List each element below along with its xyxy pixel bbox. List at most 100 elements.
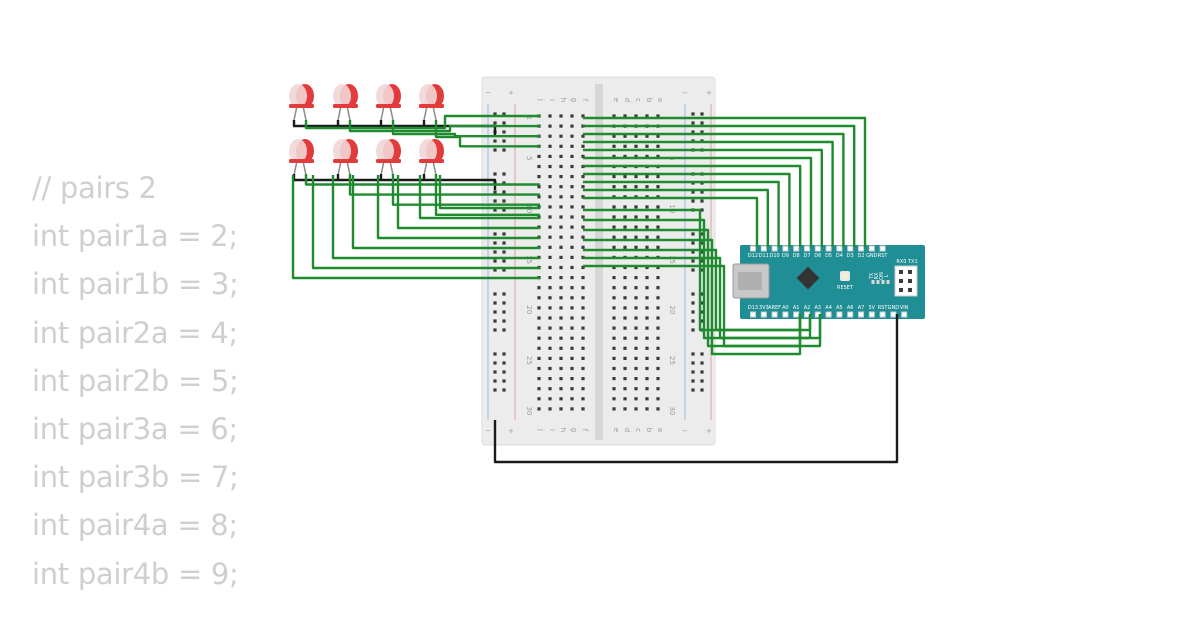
header-pin[interactable] xyxy=(793,311,800,318)
terminal-hole[interactable] xyxy=(548,397,552,401)
terminal-hole[interactable] xyxy=(645,185,649,189)
rail-hole[interactable] xyxy=(700,388,704,392)
terminal-hole[interactable] xyxy=(634,114,638,118)
terminal-hole[interactable] xyxy=(645,215,649,219)
header-pin[interactable] xyxy=(847,311,854,318)
header-pin[interactable] xyxy=(825,311,832,318)
terminal-hole[interactable] xyxy=(634,407,638,411)
terminal-hole[interactable] xyxy=(645,225,649,229)
terminal-hole[interactable] xyxy=(612,215,616,219)
rail-hole[interactable] xyxy=(493,352,497,356)
terminal-hole[interactable] xyxy=(656,407,660,411)
rail-hole[interactable] xyxy=(700,199,704,203)
terminal-hole[interactable] xyxy=(656,366,660,371)
terminal-hole[interactable] xyxy=(559,215,563,219)
rail-hole[interactable] xyxy=(691,319,695,323)
terminal-hole[interactable] xyxy=(548,336,552,340)
terminal-hole[interactable] xyxy=(634,225,638,229)
terminal-hole[interactable] xyxy=(537,154,541,158)
terminal-hole[interactable] xyxy=(612,154,616,158)
rail-hole[interactable] xyxy=(700,301,704,305)
terminal-hole[interactable] xyxy=(634,296,638,300)
terminal-hole[interactable] xyxy=(623,346,627,350)
header-pin[interactable] xyxy=(836,311,843,318)
terminal-hole[interactable] xyxy=(645,407,649,411)
terminal-hole[interactable] xyxy=(548,316,552,320)
terminal-hole[interactable] xyxy=(656,377,660,381)
terminal-hole[interactable] xyxy=(612,407,616,411)
rail-hole[interactable] xyxy=(493,328,497,332)
rail-hole[interactable] xyxy=(502,352,506,356)
terminal-hole[interactable] xyxy=(559,407,563,411)
terminal-hole[interactable] xyxy=(645,134,649,138)
terminal-hole[interactable] xyxy=(656,195,660,199)
rail-hole[interactable] xyxy=(700,259,704,263)
terminal-hole[interactable] xyxy=(612,225,616,229)
terminal-hole[interactable] xyxy=(548,114,552,118)
rail-hole[interactable] xyxy=(493,310,497,314)
terminal-hole[interactable] xyxy=(634,144,638,148)
rail-hole[interactable] xyxy=(700,319,704,323)
terminal-hole[interactable] xyxy=(559,195,563,199)
terminal-hole[interactable] xyxy=(548,346,552,350)
rail-hole[interactable] xyxy=(493,268,497,272)
terminal-hole[interactable] xyxy=(559,346,563,350)
terminal-hole[interactable] xyxy=(634,195,638,199)
terminal-hole[interactable] xyxy=(623,205,627,209)
terminal-hole[interactable] xyxy=(645,306,649,310)
rail-hole[interactable] xyxy=(502,319,506,323)
rail-hole[interactable] xyxy=(700,130,704,134)
rail-hole[interactable] xyxy=(502,148,506,152)
rail-hole[interactable] xyxy=(502,379,506,383)
rail-hole[interactable] xyxy=(502,190,506,194)
terminal-hole[interactable] xyxy=(548,225,552,229)
terminal-hole[interactable] xyxy=(623,407,627,411)
terminal-hole[interactable] xyxy=(612,245,616,249)
rail-hole[interactable] xyxy=(493,370,497,374)
rail-hole[interactable] xyxy=(700,370,704,374)
rail-hole[interactable] xyxy=(502,172,506,176)
terminal-hole[interactable] xyxy=(548,205,552,209)
rail-hole[interactable] xyxy=(691,250,695,254)
terminal-hole[interactable] xyxy=(581,336,585,340)
terminal-hole[interactable] xyxy=(548,286,552,290)
terminal-hole[interactable] xyxy=(634,316,638,320)
rail-hole[interactable] xyxy=(700,112,704,116)
rail-hole[interactable] xyxy=(493,319,497,323)
terminal-hole[interactable] xyxy=(623,377,627,381)
terminal-hole[interactable] xyxy=(645,276,649,280)
terminal-hole[interactable] xyxy=(623,336,627,340)
terminal-hole[interactable] xyxy=(570,235,574,239)
terminal-hole[interactable] xyxy=(634,326,638,330)
rail-hole[interactable] xyxy=(502,250,506,254)
terminal-hole[interactable] xyxy=(559,205,563,209)
terminal-hole[interactable] xyxy=(623,296,627,300)
terminal-hole[interactable] xyxy=(623,306,627,310)
terminal-hole[interactable] xyxy=(634,366,638,371)
terminal-hole[interactable] xyxy=(623,134,627,138)
terminal-hole[interactable] xyxy=(570,387,574,391)
terminal-hole[interactable] xyxy=(537,366,541,371)
header-pin[interactable] xyxy=(760,311,767,318)
terminal-hole[interactable] xyxy=(656,144,660,148)
header-pin[interactable] xyxy=(879,311,886,318)
terminal-hole[interactable] xyxy=(645,114,649,118)
terminal-hole[interactable] xyxy=(612,114,616,118)
terminal-hole[interactable] xyxy=(645,205,649,209)
terminal-hole[interactable] xyxy=(645,387,649,391)
terminal-hole[interactable] xyxy=(559,286,563,290)
terminal-hole[interactable] xyxy=(570,366,574,371)
terminal-hole[interactable] xyxy=(559,134,563,138)
terminal-hole[interactable] xyxy=(581,356,585,360)
terminal-hole[interactable] xyxy=(548,296,552,300)
terminal-hole[interactable] xyxy=(537,306,541,310)
terminal-hole[interactable] xyxy=(559,225,563,229)
terminal-hole[interactable] xyxy=(559,306,563,310)
terminal-hole[interactable] xyxy=(570,316,574,320)
rail-hole[interactable] xyxy=(691,241,695,245)
terminal-hole[interactable] xyxy=(634,205,638,209)
header-pin[interactable] xyxy=(750,311,756,318)
terminal-hole[interactable] xyxy=(634,286,638,290)
terminal-hole[interactable] xyxy=(581,276,585,280)
terminal-hole[interactable] xyxy=(623,144,627,148)
